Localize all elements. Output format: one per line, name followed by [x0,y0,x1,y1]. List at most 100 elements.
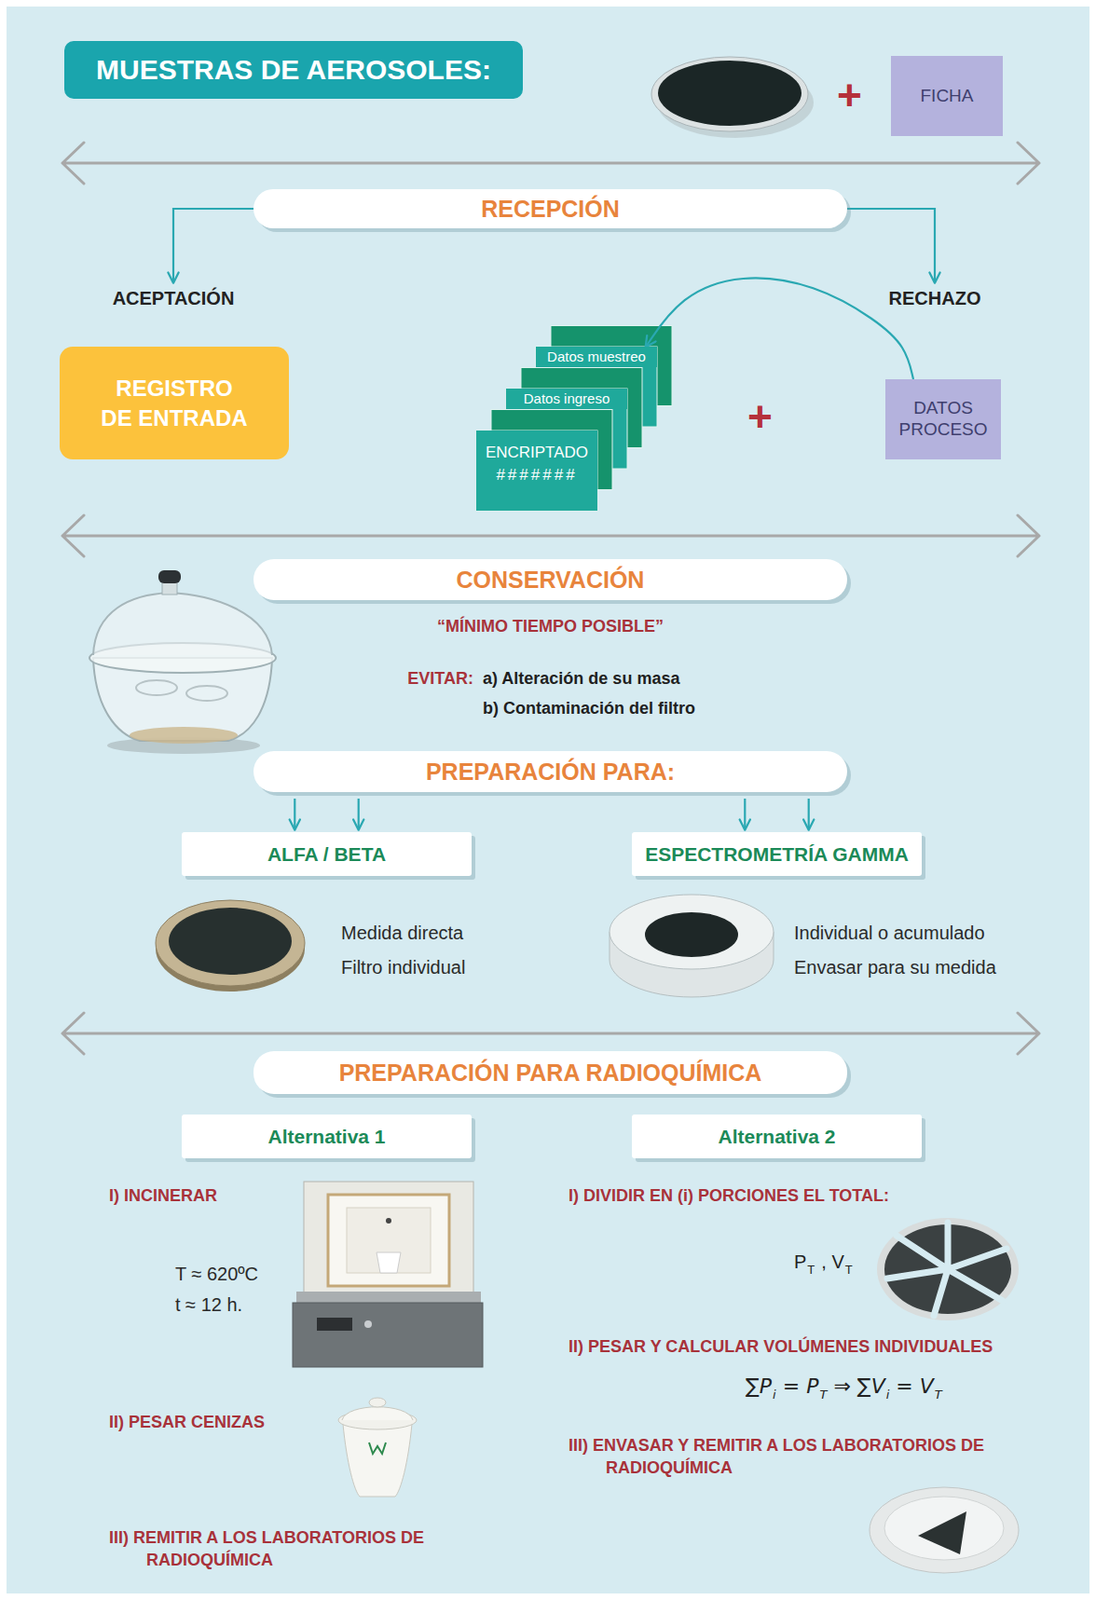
node-text: FICHA [920,85,974,108]
furnace-chamber [328,1194,450,1287]
panel-ground [6,6,1090,1594]
subscript-text: T [819,1383,827,1407]
formula-text: ⇒ ∑V [833,1375,885,1398]
node-text: CONSERVACIÓN [456,566,645,594]
node-text: Datos ingreso [523,388,611,410]
flow-arrow [293,798,296,830]
formula-text: = P [782,1375,820,1398]
alternative-box: Alternativa 1 [181,1114,472,1159]
container-top [609,894,774,970]
process-card: DATOS PROCESO [885,379,1001,460]
step-text: I) INCINERAR [109,1184,218,1207]
alternative-box: Alternativa 2 [631,1114,922,1159]
symbol-text: P [794,1250,807,1274]
dish-floor [884,1496,1004,1561]
crucible [338,1397,417,1497]
node-text: REGISTRO DE ENTRADA [87,373,261,432]
data-card: Datos muestreo [535,346,658,368]
description-text: Filtro individual [341,956,466,979]
stage-pill: PREPARACIÓN PARA RADIOQUÍMICA [253,1051,848,1095]
formula-text: ∑P [745,1375,772,1398]
filter-rim [651,56,809,132]
chamber-vent [385,1218,392,1224]
lid-neck [162,581,178,595]
description-text: Envasar para su medida [794,956,997,979]
step-text: I) DIVIDIR EN (i) PORCIONES EL TOTAL: [568,1184,890,1207]
title-banner: MUESTRAS DE AEROSOLES: [64,41,523,99]
step-text: II) PESAR Y CALCULAR VOLÚMENES INDIVIDUA… [568,1335,993,1358]
desiccator [89,570,276,754]
node-text: ACEPTACIÓN [112,287,235,310]
note-text: EVITAR: [369,667,474,690]
node-text: ESPECTROMETRÍA GAMMA [644,843,909,866]
flow-arrow [847,208,935,283]
record-stack [476,326,672,512]
furnace-panel [292,1302,483,1368]
crucible-body [342,1424,412,1497]
lid-knob [158,570,181,584]
node-text: RECEPCIÓN [480,195,620,223]
container-filter [644,912,739,958]
step-text: III) ENVASAR Y REMITIR A LOS LABORATORIO… [568,1434,1007,1480]
alpha-beta-planchet [155,900,305,992]
method-box: ALFA / BETA [181,832,472,877]
method-box: ESPECTROMETRÍA GAMMA [631,832,922,877]
filter-sample [651,56,814,138]
node-text: PREPARACIÓN PARA: [425,758,675,786]
node-text: Datos muestreo [547,346,646,368]
node-text: RECHAZO [889,287,982,310]
node-text: Alternativa 2 [717,1125,836,1149]
planchet-filter [168,907,292,975]
subscript-text: i [886,1383,891,1407]
formula-text: = V [895,1375,933,1398]
portion-dish [869,1487,1019,1574]
parameter-text: T ≈ 620ºC [175,1262,259,1286]
data-card: ENCRIPTADO####### [476,430,598,511]
filter-rim [876,1218,1019,1321]
dividers [62,142,1040,1055]
outcome-label: RECHAZO [869,285,1001,312]
flow-arrow [357,798,360,830]
stage-pill: PREPARACIÓN PARA: [253,751,848,793]
node-text: ENCRIPTADO [485,441,589,465]
crucible-knob [369,1397,386,1408]
list-item: b) Contaminación del filtro [482,697,696,720]
desiccator-lid [93,592,273,656]
subscript-text: T [807,1259,815,1282]
divider-arrow [62,142,1040,184]
cut-lines [887,1222,1007,1316]
flow-arrow [645,277,914,380]
step-text: III) REMITIR A LOS LABORATORIOS DE RADIO… [109,1526,501,1572]
node-text: Alternativa 1 [267,1125,385,1149]
divided-filter [876,1218,1019,1321]
node-text: DATOS PROCESO [890,397,996,441]
dish-rim [869,1487,1019,1574]
node-text: PREPARACIÓN PARA RADIOQUÍMICA [339,1059,763,1087]
divider-arrow [62,515,1040,557]
stack-card [476,430,598,511]
flow-arrow [743,798,746,830]
crucible-lid [342,1407,413,1421]
node-text: ALFA / BETA [267,843,386,866]
formula-group: ∑Pi= PT⇒ ∑Vi= VT [745,1375,943,1401]
furnace-plate [296,1291,481,1303]
node-text: ####### [495,464,577,487]
subscript-text: i [772,1383,777,1407]
description-text: Individual o acumulado [794,921,986,945]
gamma-container [609,894,774,998]
filter-disc [657,60,802,126]
symbol-group: PT, VT [794,1250,853,1276]
description-text: Medida directa [341,921,464,945]
flow-arrow [173,208,254,283]
register-box: REGISTRO DE ENTRADA [59,346,289,460]
parameter-text: t ≈ 12 h. [175,1293,243,1316]
data-card: Datos ingreso [506,388,628,410]
sample-dish [186,685,228,701]
stage-pill: CONSERVACIÓN [253,559,848,601]
step-text: II) PESAR CENIZAS [109,1411,265,1434]
list-item: a) Alteración de su masa [482,667,680,690]
filter-portion [917,1511,967,1555]
divider-arrow [62,1013,1040,1055]
